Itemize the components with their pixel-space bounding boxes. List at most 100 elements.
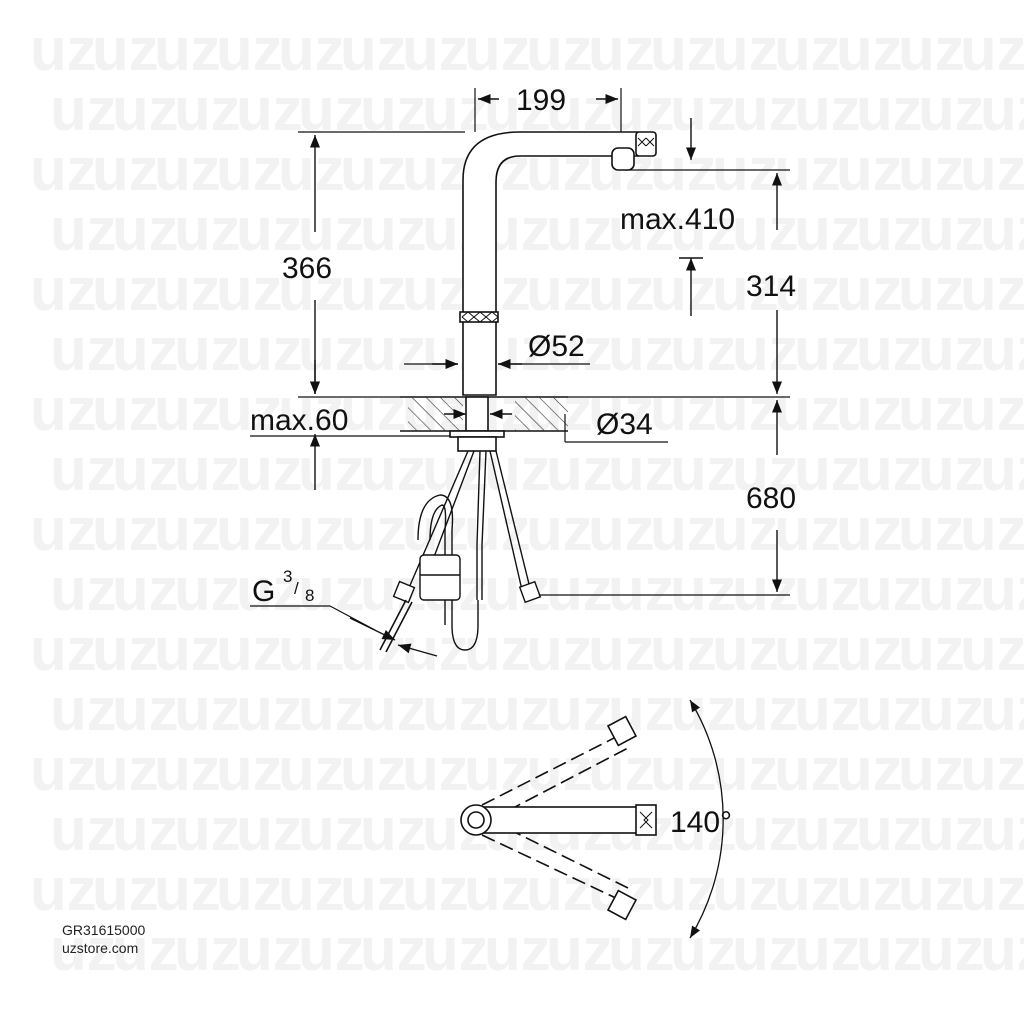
watermark-text: uz [980,556,1024,623]
watermark-text: uz [526,616,593,683]
watermark-text: uz [50,796,117,863]
watermark-text: uz [712,616,779,683]
watermark-text: uz [960,736,1024,803]
watermark-text: uz [112,436,179,503]
watermark-text: uz [898,16,965,83]
watermark-text: uz [608,436,675,503]
watermark-text: uz [30,496,97,563]
watermark-text: uz [856,316,923,383]
watermark-text: uz [298,916,365,983]
watermark-text: uz [588,736,655,803]
watermark-text: uz [154,736,221,803]
watermark-text: uz [856,676,923,743]
watermark-text: uz [278,496,345,563]
watermark-text: uz [774,256,841,323]
watermark-text: uz [650,736,717,803]
watermark-text: uz [236,436,303,503]
watermark-text: uz [298,316,365,383]
watermark-text: uz [30,376,97,443]
watermark-text: uz [856,196,923,263]
reach-label: 199 [516,84,566,117]
watermark-text: uz [402,136,469,203]
watermark-text: uz [732,556,799,623]
watermark-text: uz [174,436,241,503]
watermark-text: uz [236,316,303,383]
watermark-text: uz [340,496,407,563]
watermark-text: uz [1022,16,1024,83]
watermark-text: uz [278,616,345,683]
watermark-text: uz [980,436,1024,503]
watermark-text: uz [670,316,737,383]
watermark-text: uz [50,436,117,503]
watermark-text: uz [50,76,117,143]
watermark-text: uz [960,616,1024,683]
extension-lines [250,88,790,631]
thread-numerator: 3 [283,567,292,586]
watermark-text: uz [154,256,221,323]
watermark-text: uz [1022,496,1024,563]
watermark-text: uz [1022,376,1024,443]
watermark-text: uz [732,676,799,743]
watermark-text: uz [484,556,551,623]
watermark-text: uz [526,736,593,803]
watermark-text: uz [546,916,613,983]
watermark-text: uz [732,316,799,383]
watermark-text: uz [732,436,799,503]
watermark-text: uz [154,856,221,923]
watermark-text: uz [340,856,407,923]
watermark-text: uz [360,676,427,743]
watermark-text: uz [774,736,841,803]
watermark-text: uz [298,196,365,263]
watermark-text: uz [92,376,159,443]
watermark-text: uz [836,856,903,923]
watermark-text: uz [898,376,965,443]
watermark-text: uz [236,676,303,743]
watermark-text: uz [154,376,221,443]
product-code: GR31615000 [62,922,146,938]
watermark-text: uz [588,256,655,323]
watermark-text: uz [898,856,965,923]
watermark-text: uz [794,436,861,503]
thread-slash: / [294,579,299,598]
watermark-text: uz [50,196,117,263]
watermark-text: uz [526,856,593,923]
watermark-text: uz [484,676,551,743]
watermark-text: uz [216,16,283,83]
watermark-text: uz [960,376,1024,443]
watermark-text: uz [464,856,531,923]
watermark-text: uz [112,676,179,743]
watermark-text: uz [402,736,469,803]
watermark-text: uz [1022,616,1024,683]
watermark-text: uz [92,16,159,83]
spout-height-label: 314 [746,270,796,303]
watermark-text: uz [670,916,737,983]
watermark-text: uz [174,796,241,863]
watermark-text: uz [898,496,965,563]
watermark-text: uz [402,856,469,923]
watermark-text: uz [794,556,861,623]
watermark-text: uz [30,16,97,83]
watermark-text: uz [1022,856,1024,923]
watermark-text: uz [650,376,717,443]
watermark-text: uz [278,256,345,323]
watermark-text: uz [30,856,97,923]
watermark-text: uz [546,196,613,263]
watermark-text: uz [960,256,1024,323]
watermark-text: uz [526,496,593,563]
watermark-text: uz [918,556,985,623]
watermark-text: uz [526,256,593,323]
watermark-text: uz [732,76,799,143]
watermark-text: uz [298,556,365,623]
watermark-text: uz [794,916,861,983]
watermark-text: uz [216,256,283,323]
watermark-text: uz [712,376,779,443]
supply-hoses [379,450,542,653]
watermark-text: uz [836,136,903,203]
watermark-text: uz [174,196,241,263]
watermark-text: uz [836,616,903,683]
watermark-text: uz [588,496,655,563]
watermark-text: uz [794,676,861,743]
watermark-text: uz [216,376,283,443]
watermark-text: uz [236,196,303,263]
watermark-text: uz [360,76,427,143]
